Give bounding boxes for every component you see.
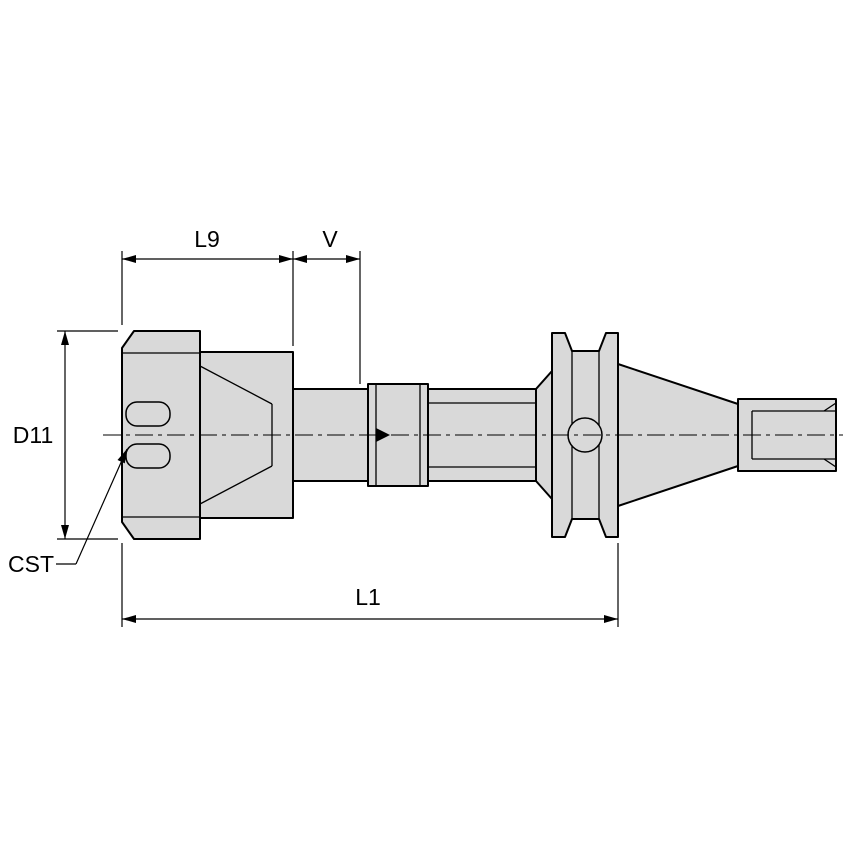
label-d11: D11 (13, 422, 54, 448)
label-v: V (322, 226, 338, 252)
label-l9: L9 (194, 226, 220, 252)
collet-slots (125, 401, 171, 469)
dim-l9: L9 (121, 226, 294, 346)
leader-cst: CST (8, 448, 128, 577)
label-l1: L1 (355, 584, 381, 610)
dim-v: V (293, 226, 361, 384)
label-cst: CST (8, 551, 54, 577)
dim-l1: L1 (121, 543, 619, 627)
dim-d11: D11 (13, 330, 118, 540)
